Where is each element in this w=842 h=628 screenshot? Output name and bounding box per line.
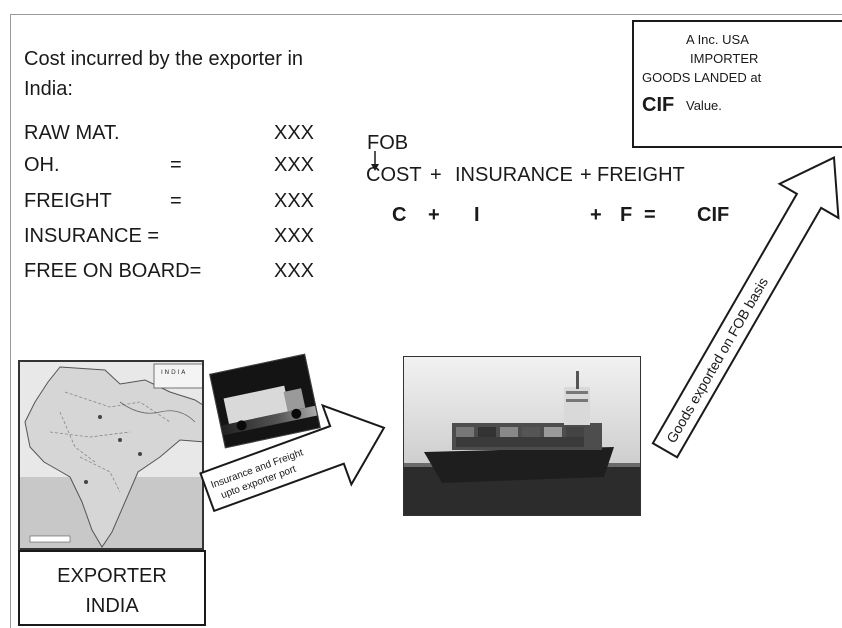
formula-i: I xyxy=(474,204,480,226)
importer-value: Value. xyxy=(686,98,722,113)
importer-box: A Inc. USA IMPORTER GOODS LANDED at CIF … xyxy=(632,20,842,148)
cost-row-label: FREIGHT xyxy=(24,190,112,212)
cost-row-value: XXX xyxy=(274,190,315,212)
cost-row-label: INSURANCE = xyxy=(24,225,160,247)
fob-label: FOB xyxy=(367,132,409,154)
cost-row-value: XXX xyxy=(274,225,315,247)
fob-arrow-label: Goods exported on FOB basis xyxy=(663,275,771,446)
cost-row-eq: = xyxy=(170,190,182,212)
down-arrow-icon xyxy=(371,151,379,171)
cost-title-line2: India: xyxy=(24,78,73,100)
cost-row-eq: = xyxy=(170,154,182,176)
cost-row-value: XXX xyxy=(274,260,315,282)
cost-row-value: XXX xyxy=(274,122,315,144)
container-ship-photo xyxy=(403,356,641,516)
truck-photo xyxy=(209,353,321,449)
importer-line2: IMPORTER xyxy=(690,51,759,66)
formula-plus: + xyxy=(580,164,592,186)
cost-row-label: FREE ON BOARD= xyxy=(24,260,202,282)
exporter-box: EXPORTER INDIA xyxy=(18,550,206,626)
formula-insurance: INSURANCE xyxy=(455,164,573,186)
importer-cif: CIF xyxy=(642,94,675,116)
container-ship-icon xyxy=(404,357,640,515)
cost-row-value: XXX xyxy=(274,154,315,176)
exporter-line1: EXPORTER xyxy=(57,565,167,587)
formula-cost: COST xyxy=(366,164,422,186)
insurance-freight-arrow: Insurance and Freight upto exporter port xyxy=(199,403,386,513)
importer-line1: A Inc. USA xyxy=(686,32,749,47)
cost-row-label: OH. xyxy=(24,154,60,176)
formula-eq: = xyxy=(644,204,656,226)
truck-icon xyxy=(210,354,320,448)
formula-c: C xyxy=(392,204,407,226)
frame-top-border xyxy=(10,14,842,15)
formula-plus: + xyxy=(590,204,602,226)
india-map-icon: I N D I A xyxy=(20,362,202,548)
cost-title-line1: Cost incurred by the exporter in xyxy=(24,48,304,70)
formula-plus: + xyxy=(430,164,442,186)
exporter-line2: INDIA xyxy=(85,595,139,617)
india-map-panel: I N D I A xyxy=(18,360,204,550)
cost-row-label: RAW MAT. xyxy=(24,122,120,144)
formula-freight: FREIGHT xyxy=(597,164,685,186)
frame-left-border xyxy=(10,14,11,628)
fob-arrow: Goods exported on FOB basis xyxy=(651,156,840,459)
formula-plus: + xyxy=(428,204,440,226)
map-legend-text: I N D I A xyxy=(161,369,186,376)
importer-line3: GOODS LANDED at xyxy=(642,70,762,85)
formula-cif: CIF xyxy=(697,204,730,226)
formula-f: F xyxy=(620,204,633,226)
